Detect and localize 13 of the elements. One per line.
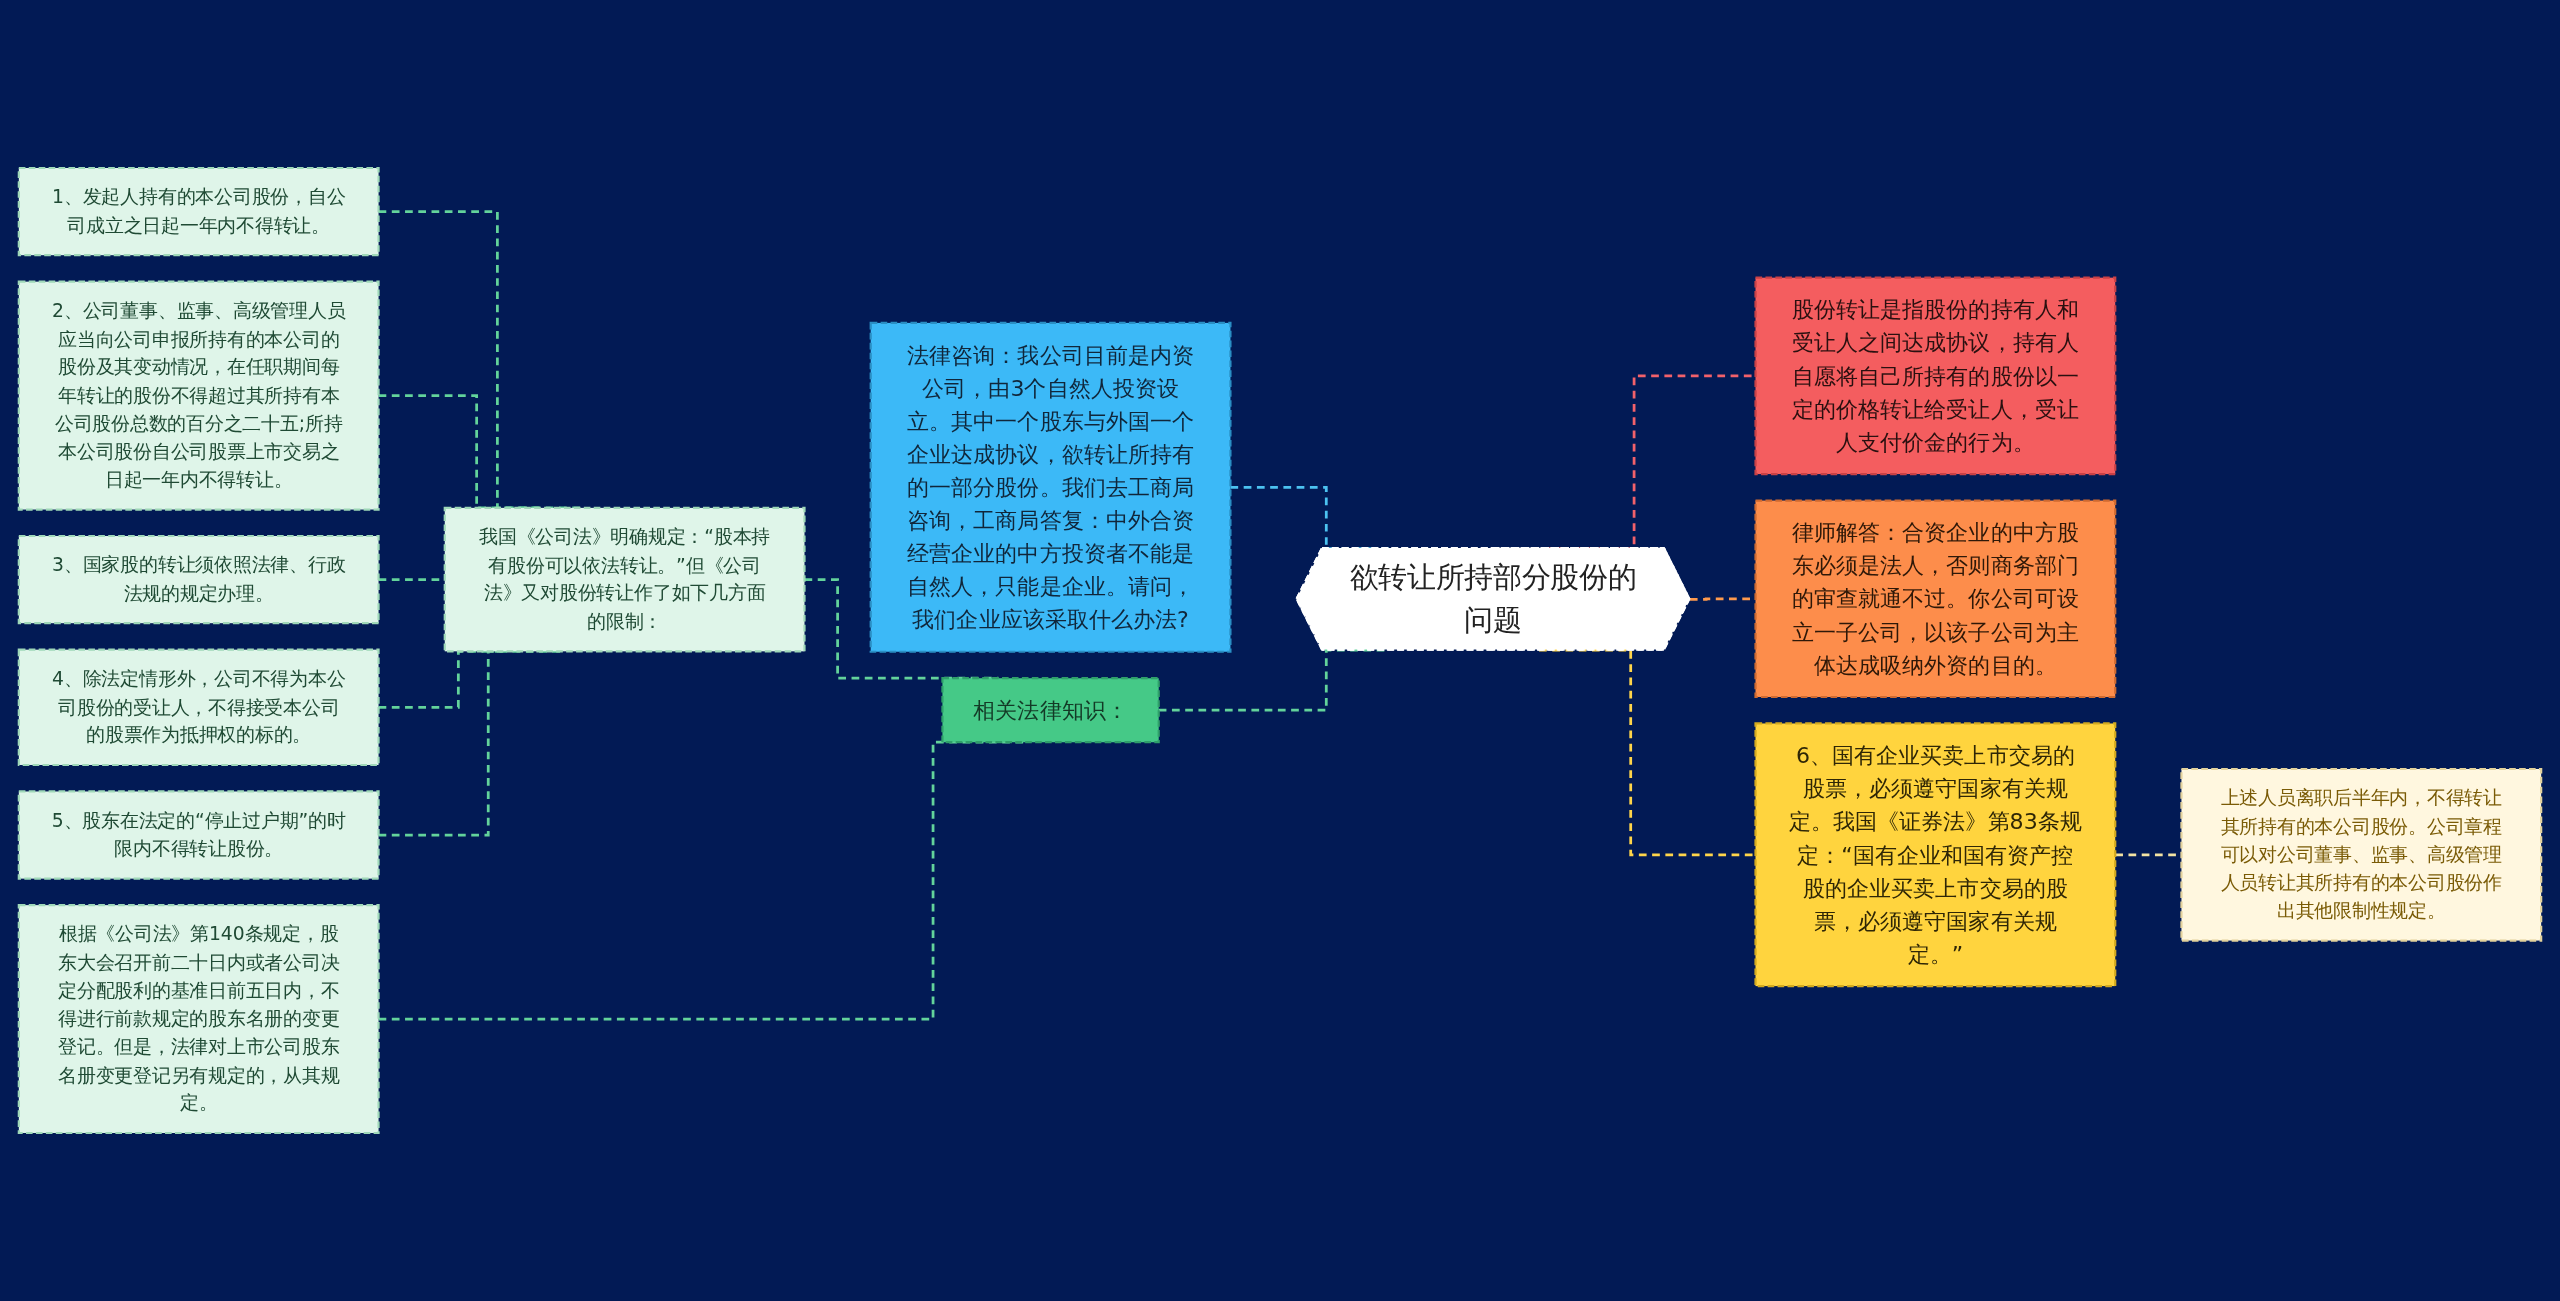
node-box: 股份转让是指股份的持有人和受让人之间达成协议，持有人自愿将自己所持有的股份以一定的价格转让给受让人，受让人支付价金的行为。 <box>1754 276 2117 476</box>
node-box: 2、公司董事、监事、高级管理人员应当向公司申报所持有的本公司的股份及其变动情况，在任职期间每年转让的股份不得超过其所持有本公司股份总数的百分之二十五;所持本公司股份自公司股票上市交易之日起一年内不得转让。 <box>17 280 380 511</box>
node-box: 4、除法定情形外，公司不得为本公司股份的受让人，不得接受本公司的股票作为抵押权的标的。 <box>17 648 380 767</box>
node-box: 1、发起人持有的本公司股份，自公司成立之日起一年内不得转让。 <box>17 166 380 257</box>
node-box: 法律咨询：我公司目前是内资公司，由3个自然人投资设立。其中一个股东与外国一个企业达成协议，欲转让所持有的一部分股份。我们去工商局咨询，工商局答复：中外合资经营企业的中方投资者不能是自然人，只能是企业。请问，我们企业应该采取什么办法? <box>869 321 1232 653</box>
node-box: 根据《公司法》第140条规定，股东大会召开前二十日内或者公司决定分配股利的基准日前五日内，不得进行前款规定的股东名册的变更登记。但是，法律对上市公司股东名册变更登记另有规定的，从其规定。 <box>17 904 380 1135</box>
node-box: 相关法律知识： <box>941 677 1160 744</box>
node-box: 6、国有企业买卖上市交易的股票，必须遵守国家有关规定。我国《证券法》第83条规定：“国有企业和国有资产控股的企业买卖上市交易的股票，必须遵守国家有关规定。” <box>1754 722 2117 988</box>
node-box: 我国《公司法》明确规定：“股本持有股份可以依法转让。”但《公司法》又对股份转让作了如下几方面的限制： <box>443 506 806 653</box>
node-box: 律师解答：合资企业的中方股东必须是法人，否则商务部门的审查就通不过。你公司可设立一子公司，以该子公司为主体达成吸纳外资的目的。 <box>1754 499 2117 699</box>
node-box: 3、国家股的转让须依照法律、行政法规的规定办理。 <box>17 534 380 625</box>
node-box: 5、股东在法定的“停止过户期”的时限内不得转让股份。 <box>17 790 380 880</box>
node-box: 上述人员离职后半年内，不得转让其所持有的本公司股份。公司章程可以对公司董事、监事、高级管理人员转让其所持有的本公司股份作出其他限制性规定。 <box>2180 767 2543 942</box>
